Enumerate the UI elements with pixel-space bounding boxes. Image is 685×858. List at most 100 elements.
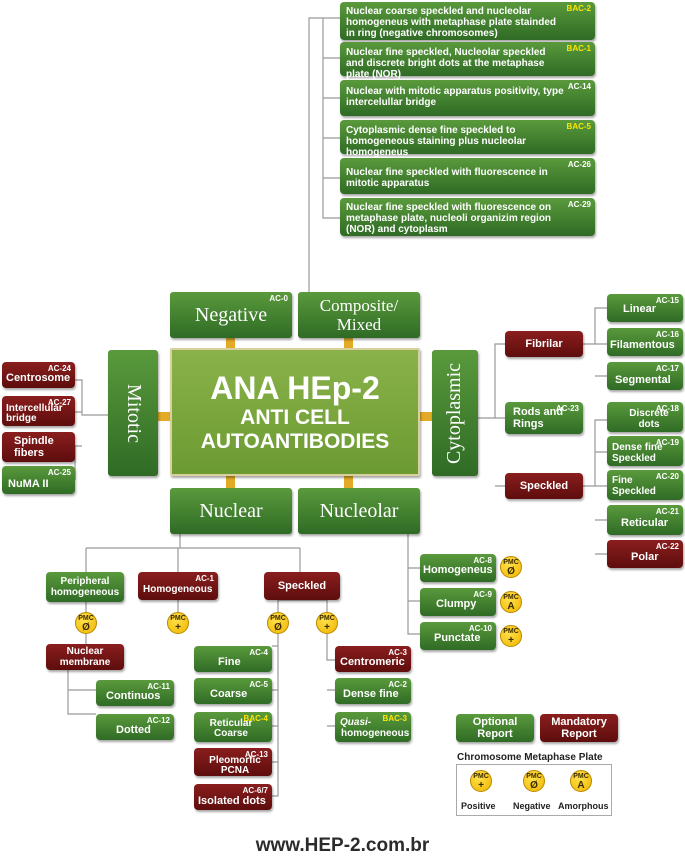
- speckled-discrete-dots-code: AC-18: [655, 404, 679, 413]
- legend-plate-title: Chromosome Metaphase Plate: [457, 752, 603, 763]
- speckled-fine-code: AC-20: [655, 472, 679, 481]
- mitotic-spindle-fibers: Spindle fibers: [2, 432, 75, 462]
- mitotic-centrosome-code: AC-24: [47, 364, 71, 373]
- speckled-discrete-dots: Discrete dots AC-18: [607, 402, 683, 432]
- pmc-positive-icon-speckled: PMC+: [316, 612, 338, 634]
- speckled-pos-centromeric-code: AC-3: [388, 648, 407, 657]
- fibrilar-segmental-label: Segmental: [615, 374, 671, 386]
- nucleolar-homogeneus-code: AC-8: [473, 556, 492, 565]
- mitotic-numa: NuMA II AC-25: [2, 466, 75, 494]
- category-nucleolar-label: Nucleolar: [319, 499, 399, 522]
- speckled-null-fine: Fine AC-4: [194, 646, 272, 672]
- speckled-pos-centromeric: Centromeric AC-3: [335, 646, 411, 672]
- composite-item-bac1-code: BAC-1: [566, 44, 591, 53]
- center-title-box: ANA HEp-2 ANTI CELL AUTOANTIBODIES: [170, 348, 420, 476]
- nucleolar-homogeneus: Homogeneus AC-8: [420, 554, 496, 582]
- category-nucleolar: Nucleolar: [298, 488, 420, 534]
- category-nuclear-label: Nuclear: [199, 499, 263, 522]
- speckled-null-fine-label: Fine: [218, 656, 241, 668]
- nucleolar-punctate-label: Punctate: [434, 632, 481, 644]
- footer-website: www.HEP-2.com.br: [255, 835, 430, 856]
- category-negative-code: AC-0: [269, 294, 288, 303]
- speckled-dense-fine-code: AC-19: [655, 438, 679, 447]
- cyto-fibrilar-label: Fibrilar: [525, 338, 563, 350]
- fibrilar-segmental: Segmental AC-17: [607, 362, 683, 390]
- center-line-2: AUTOANTIBODIES: [200, 430, 390, 453]
- speckled-dense-fine-label: Dense fine Speckled: [612, 442, 663, 464]
- speckled-pos-quasi-homogeneous: Quasi- homogeneous BAC-3: [335, 712, 411, 742]
- speckled-polar: Polar AC-22: [607, 540, 683, 568]
- nuclear-homogeneous: Homogeneous AC-1: [138, 572, 218, 600]
- speckled-pos-quasi-label: homogeneous: [341, 728, 410, 739]
- mitotic-intercellular-bridge-code: AC-27: [47, 398, 71, 407]
- speckled-discrete-dots-label: Discrete dots: [629, 408, 669, 430]
- mitotic-centrosome-label: Centrosome: [6, 372, 71, 384]
- cyto-speckled: Speckled: [505, 473, 583, 499]
- mitotic-intercellular-bridge-label: Intercellular bridge: [6, 403, 63, 424]
- speckled-pos-dense-fine-code: AC-2: [388, 680, 407, 689]
- legend-negative-label: Negative: [513, 801, 551, 811]
- composite-item-ac29-text: Nuclear fine speckled with fluorescence …: [346, 202, 552, 235]
- speckled-fine-label: Fine Speckled: [612, 475, 656, 497]
- legend-plate-box: [456, 764, 612, 816]
- mitotic-numa-code: AC-25: [47, 468, 71, 477]
- speckled-null-coarse-label: Coarse: [210, 688, 248, 700]
- nuclear-peripheral-homogeneous: Peripheral homogeneous: [46, 572, 124, 602]
- speckled-null-isolated-dots-code: AC-6/7: [242, 786, 268, 795]
- fibrilar-linear-code: AC-15: [655, 296, 679, 305]
- pmc-positive-icon-nucleolar-punctate: PMC+: [500, 625, 522, 647]
- mitotic-intercellular-bridge: Intercellular bridge AC-27: [2, 396, 75, 426]
- nuclear-peripheral-label: Peripheral homogeneous: [50, 576, 120, 598]
- nuclear-speckled: Speckled: [264, 572, 340, 600]
- nucleolar-punctate-code: AC-10: [468, 624, 492, 633]
- cyto-fibrilar: Fibrilar: [505, 331, 583, 357]
- speckled-null-isolated-dots: Isolated dots AC-6/7: [194, 784, 272, 810]
- speckled-polar-code: AC-22: [655, 542, 679, 551]
- category-nuclear: Nuclear: [170, 488, 292, 534]
- nucleolar-homogeneus-label: Homogeneus: [423, 564, 493, 576]
- cyto-rods-rings: Rods and Rings AC-23: [505, 402, 583, 434]
- category-cytoplasmic: Cytoplasmic: [432, 350, 478, 476]
- composite-item-ac14: Nuclear with mitotic apparatus positivit…: [340, 80, 595, 116]
- mitotic-numa-label: NuMA II: [8, 478, 49, 490]
- legend-amorphous-label: Amorphous: [558, 801, 609, 811]
- nucleolar-clumpy-label: Clumpy: [436, 598, 477, 610]
- speckled-fine: Fine Speckled AC-20: [607, 470, 683, 500]
- speckled-pos-centromeric-label: Centromeric: [340, 656, 405, 668]
- speckled-null-pleomorfic-code: AC-13: [244, 750, 268, 759]
- cyto-speckled-label: Speckled: [519, 480, 569, 492]
- speckled-null-isolated-dots-label: Isolated dots: [198, 795, 266, 807]
- speckled-pos-dense-fine: Dense fine AC-2: [335, 678, 411, 704]
- speckled-null-reticular-coarse: Reticular Coarse BAC-4: [194, 712, 272, 742]
- speckled-reticular-label: Reticular: [621, 517, 669, 529]
- category-mitotic-label: Mitotic: [122, 383, 145, 443]
- composite-item-bac2-text: Nuclear coarse speckled and nucleolar ho…: [346, 6, 557, 39]
- composite-item-bac5-text: Cytoplasmic dense fine speckled to homog…: [346, 125, 527, 158]
- composite-item-ac26-code: AC-26: [567, 160, 591, 169]
- speckled-null-coarse-code: AC-5: [249, 680, 268, 689]
- speckled-pos-quasi-prefix: Quasi-: [340, 717, 372, 728]
- composite-item-ac14-text: Nuclear with mitotic apparatus positivit…: [346, 86, 564, 108]
- membrane-dotted-code: AC-12: [146, 716, 170, 725]
- speckled-reticular-code: AC-21: [655, 507, 679, 516]
- category-mitotic: Mitotic: [108, 350, 158, 476]
- category-composite-label: Composite/ Mixed: [319, 296, 399, 334]
- composite-item-bac2: Nuclear coarse speckled and nucleolar ho…: [340, 2, 595, 40]
- speckled-polar-label: Polar: [631, 551, 659, 563]
- composite-item-ac14-code: AC-14: [567, 82, 591, 91]
- composite-item-ac29-code: AC-29: [567, 200, 591, 209]
- composite-item-ac26-text: Nuclear fine speckled with fluorescence …: [346, 167, 548, 189]
- speckled-null-pleomorfic-label: Pleomorfic PCNA: [209, 755, 261, 776]
- speckled-null-fine-code: AC-4: [249, 648, 268, 657]
- speckled-null-reticular-coarse-label: Reticular Coarse: [209, 718, 253, 739]
- fibrilar-segmental-code: AC-17: [655, 364, 679, 373]
- speckled-null-reticular-coarse-code: BAC-4: [243, 714, 268, 723]
- membrane-continuos-label: Continuos: [106, 690, 161, 702]
- category-composite-mixed: Composite/ Mixed: [298, 292, 420, 338]
- nuclear-speckled-label: Speckled: [277, 580, 327, 592]
- nuclear-membrane-label: Nuclear membrane: [59, 646, 111, 668]
